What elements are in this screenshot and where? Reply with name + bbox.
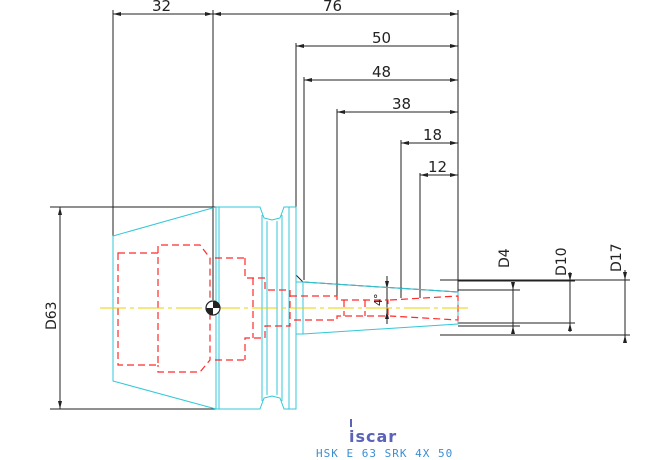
logo-block: iscar HSK E 63 SRK 4X 50 xyxy=(316,419,453,460)
arrowheads xyxy=(58,12,627,409)
dim-32: 32 xyxy=(152,0,171,15)
logo: iscar xyxy=(349,427,397,446)
dim-angle: 4° xyxy=(372,294,385,307)
dim-76: 76 xyxy=(323,0,342,15)
dim-d4: D4 xyxy=(497,248,513,268)
dim-18: 18 xyxy=(423,126,442,144)
dim-50: 50 xyxy=(372,29,391,47)
dim-48: 48 xyxy=(372,63,391,81)
dim-d17: D17 xyxy=(609,243,625,272)
dimension-text: 32 76 50 48 38 18 12 D63 D4 D10 D17 4° xyxy=(44,0,625,330)
center-marker xyxy=(205,300,221,316)
part-title: HSK E 63 SRK 4X 50 xyxy=(316,447,453,460)
dim-d63: D63 xyxy=(44,301,60,330)
dim-12: 12 xyxy=(428,158,447,176)
logo-mark xyxy=(350,419,352,427)
dimension-lines xyxy=(50,10,630,410)
dim-d10: D10 xyxy=(554,247,570,276)
dim-38: 38 xyxy=(392,95,411,113)
